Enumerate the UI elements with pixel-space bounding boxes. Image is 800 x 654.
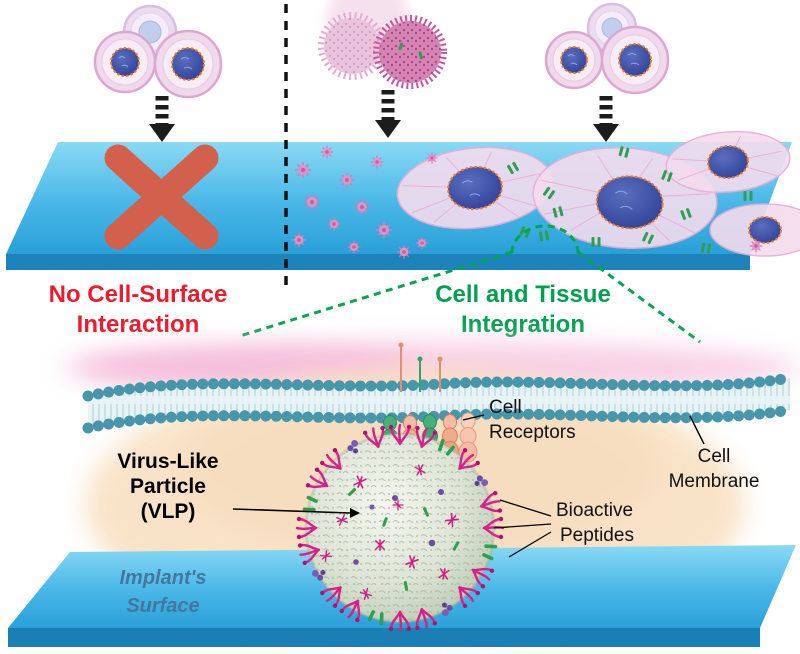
label-vlp: Virus-Like Particle (VLP) [117,450,218,523]
vlp-sphere [295,423,505,633]
arrow-down-right [593,96,619,142]
label-cell-membrane: Cell Membrane [669,446,760,492]
vlp-surface-decorations [319,463,460,601]
label-vlp-line2: Particle [130,475,206,498]
leader-arrowhead-vlp [350,508,360,518]
free-vlp-particles [318,0,447,89]
caption-integration-line1: Cell and Tissue [435,281,611,308]
caption-integration-line2: Integration [461,311,585,338]
label-bioactive-line2: Peptides [560,525,634,546]
leader-line-bioactive-3 [508,531,552,558]
caption-no-interaction: No Cell-Surface Interaction [49,281,228,338]
leader-line-bioactive-2 [493,523,552,529]
leader-lines [232,414,705,558]
label-cell-membrane-line2: Membrane [669,471,760,492]
receptor-sticks [398,342,443,392]
label-implant-line1: Implant's [120,567,207,589]
label-cell-receptors: Cell Receptors [489,397,576,443]
label-cell-receptors-line1: Cell [489,397,522,418]
label-cell-receptors-line2: Receptors [489,422,576,443]
arrow-down-left [149,96,175,142]
label-implant-line2: Surface [126,595,199,617]
label-vlp-line3: (VLP) [141,500,196,523]
leader-line-cell-receptors [462,414,485,421]
label-vlp-line1: Virus-Like [117,450,218,473]
caption-no-interaction-line2: Interaction [77,311,200,338]
caption-integration: Cell and Tissue Integration [435,281,611,338]
cell-membrane [82,372,796,434]
cells-left-group [93,4,223,99]
zoom-callout-dashed [239,224,701,344]
cells-right-group [544,2,670,95]
label-bioactive-line1: Bioactive [556,500,633,521]
adherent-cells-group [396,130,800,257]
label-cell-membrane-line1: Cell [698,446,731,467]
leader-line-vlp [232,508,351,514]
label-implant-surface: Implant's Surface [120,567,207,617]
leader-line-cell-membrane [689,415,705,445]
arrow-down-middle [375,90,401,138]
leader-line-bioactive-1 [499,499,552,517]
label-bioactive-peptides: Bioactive Peptides [556,500,634,546]
caption-no-interaction-line1: No Cell-Surface [49,281,228,308]
x-mark-no-interaction [104,144,219,250]
